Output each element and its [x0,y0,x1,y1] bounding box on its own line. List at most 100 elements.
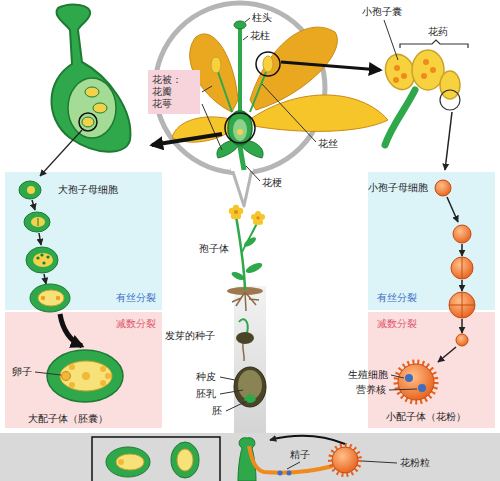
small-flower [251,211,265,225]
ovule [85,87,99,97]
cell [27,186,35,194]
part-label: 花柱 [250,30,270,42]
roots [232,292,259,311]
flower-center [234,210,238,214]
pollen-spikes [330,445,360,475]
part-label: 胚乳 [196,388,216,400]
leader-line [220,377,235,380]
ovary-cavity [68,78,116,138]
part-label: 柱头 [252,12,272,24]
part-label: 花萼 [152,98,172,110]
leader-line [262,84,316,142]
ovule [171,442,199,478]
part-label: 花瓣 [152,86,172,98]
flow-arrow [438,347,456,362]
leader-line [245,18,250,22]
seed-coat [234,367,266,407]
ovule [106,447,150,477]
part-label: 卵子 [12,366,32,378]
ovule [82,117,94,127]
flow-arrow [39,233,41,245]
part-label: 种皮 [196,371,216,383]
cell-wall [449,305,475,306]
ovule [30,284,70,312]
cell [453,225,471,243]
stem [242,221,258,252]
leader-arrow [40,130,82,176]
pollen-grain [398,364,434,400]
highlight-ring [225,113,255,143]
nucleus [418,384,426,392]
embryo-sac [177,449,193,471]
sprout [239,319,248,333]
nucleus [105,373,111,379]
part-label: 小孢子母细胞 [368,182,428,194]
part-label: 花被： [152,74,182,86]
flow-arrow [461,244,463,256]
center-strip [234,286,266,433]
anther [211,57,221,73]
part-label: 孢子体 [199,243,229,255]
sperm [287,471,292,476]
nucleus [36,256,39,259]
nucleus [100,380,106,386]
process-label: 减数分裂 [377,318,417,330]
nucleus [405,374,413,382]
pollen-sac-dot [401,73,407,79]
highlight-ring [79,113,97,131]
flow-arrow [60,314,82,346]
process-label: 减数分裂 [116,318,156,330]
bracket [400,40,468,48]
part-label: 花药 [428,26,448,38]
part-label: 花粉粒 [400,457,430,469]
leader-line [220,390,243,394]
leader-line [202,104,222,150]
anther-lobe [412,50,444,90]
pollen-spikes [396,362,436,402]
inset-frame [92,437,220,481]
flow-arrow [445,112,452,170]
leader-line [362,461,397,463]
nucleus [100,366,106,372]
nucleus [46,255,49,258]
part-label: 花梗 [262,177,282,189]
pollen-sac-dot [393,77,399,83]
flow-arrow [44,274,46,284]
nucleus [40,253,43,256]
sperm [278,471,283,476]
egg-cell [118,459,124,465]
pollen-sac-dot [421,73,427,79]
embryo-sac [60,361,112,391]
leader-line [35,372,61,375]
part-label: 小孢子囊 [362,6,402,18]
highlight-ring [256,52,280,76]
perianth-box: 花被：花瓣花萼 [148,70,200,114]
leader-line [389,389,417,390]
leader-line [243,36,248,40]
ovary-cavity [233,119,247,141]
ovule [93,103,107,113]
process-label: 有丝分裂 [377,292,417,304]
ovule [26,247,58,273]
cell [38,290,64,306]
nucleus [82,372,90,380]
filament [218,72,232,112]
leaf [244,261,263,275]
ovule [19,181,41,199]
pollen-grain [332,447,358,473]
pollen-tube [249,446,333,473]
cell-wall [462,257,463,279]
leaf [243,236,258,249]
leader-line [226,401,247,411]
pollen-sac-dot [394,65,400,71]
cell-wall [38,218,39,226]
petal [229,208,235,214]
part-label: 营养核 [356,384,386,396]
flow-arrow [152,134,222,145]
ovule [237,129,243,135]
leader-line [391,375,404,378]
part-label: 胚 [212,405,222,417]
flow-arrow [461,319,463,333]
